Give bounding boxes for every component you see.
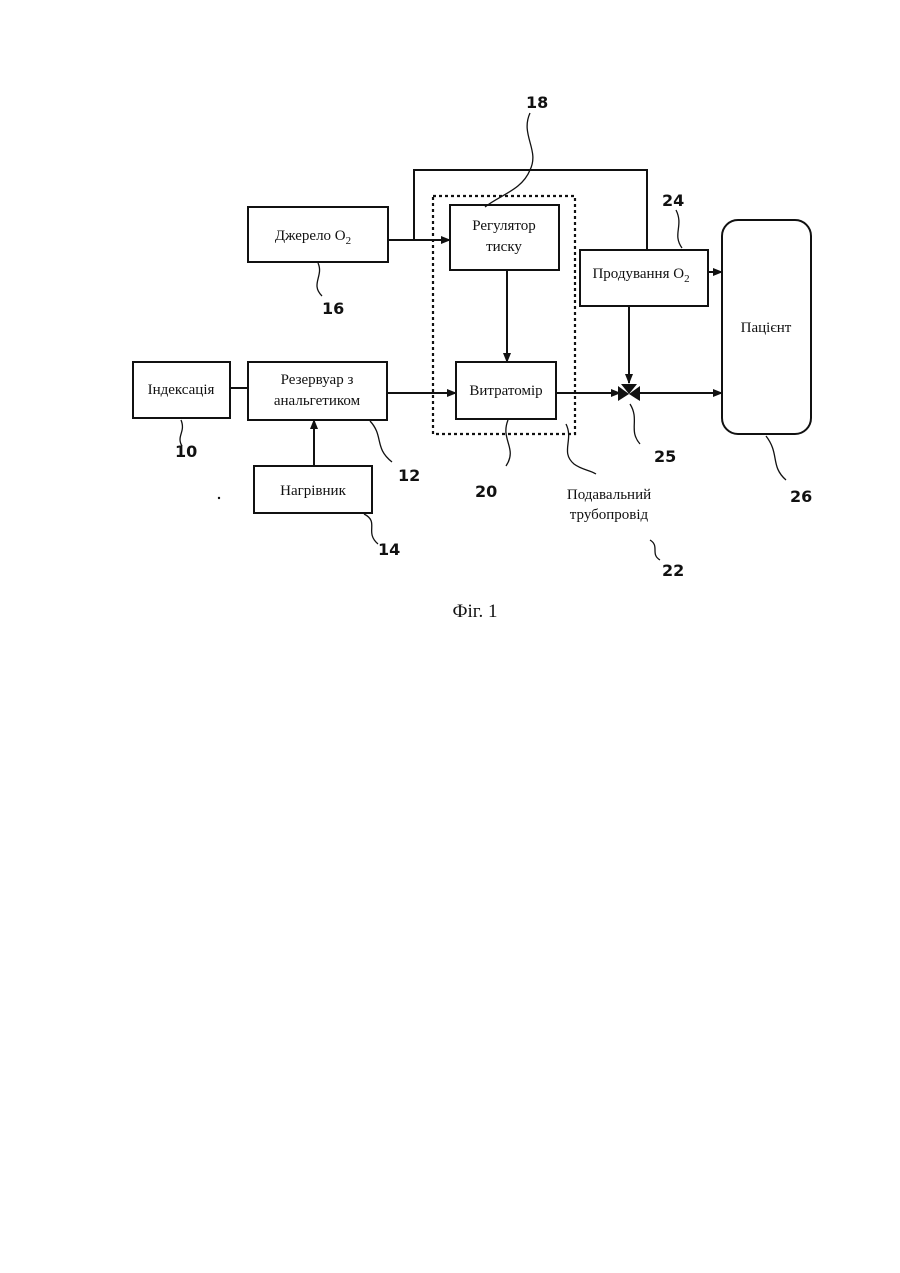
leader-24 <box>676 210 682 248</box>
patient-label: Пацієнт <box>741 320 792 336</box>
leader-12 <box>370 421 392 462</box>
o2-source-block: Джерело O2 <box>248 207 388 262</box>
indexing-label: Індексація <box>148 382 215 398</box>
ref-20: 20 <box>475 482 497 501</box>
leader-14 <box>364 514 378 544</box>
leader-26 <box>766 436 786 480</box>
patient-block: Пацієнт <box>722 220 811 434</box>
ref-16: 16 <box>322 299 344 318</box>
ref-18: 18 <box>526 93 548 112</box>
reservoir-block: Резервуар з анальгетиком <box>248 362 387 420</box>
supply-line-label-1: Подавальний <box>567 487 651 503</box>
pressure-regulator-line1: Регулятор <box>472 218 536 234</box>
leader-18 <box>485 113 533 207</box>
leader-22 <box>650 540 660 560</box>
heater-label: Нагрівник <box>280 483 346 499</box>
leader-20 <box>506 420 510 466</box>
ref-26: 26 <box>790 487 812 506</box>
flowmeter-label: Витратомір <box>469 383 542 399</box>
o2-purge-block: Продування O2 <box>580 250 708 306</box>
leader-16 <box>317 263 322 296</box>
leader-25 <box>630 404 640 444</box>
ref-22: 22 <box>662 561 684 580</box>
figure-caption: Фіг. 1 <box>453 601 498 622</box>
ref-25: 25 <box>654 447 676 466</box>
indexing-block: Індексація <box>133 362 230 418</box>
pressure-regulator-line2: тиску <box>486 239 522 255</box>
supply-line-label-2: трубопровід <box>570 507 649 523</box>
ref-12: 12 <box>398 466 420 485</box>
ref-24: 24 <box>662 191 684 210</box>
scan-dot <box>218 497 220 499</box>
ref-14: 14 <box>378 540 400 559</box>
pressure-regulator-block: Регулятор тиску <box>450 205 559 270</box>
ref-10: 10 <box>175 442 197 461</box>
leader-supply <box>566 424 596 474</box>
junction-node <box>618 384 640 401</box>
reservoir-label-line2: анальгетиком <box>274 393 361 409</box>
reservoir-label-line1: Резервуар з <box>281 372 354 388</box>
heater-block: Нагрівник <box>254 466 372 513</box>
flowmeter-block: Витратомір <box>456 362 556 419</box>
